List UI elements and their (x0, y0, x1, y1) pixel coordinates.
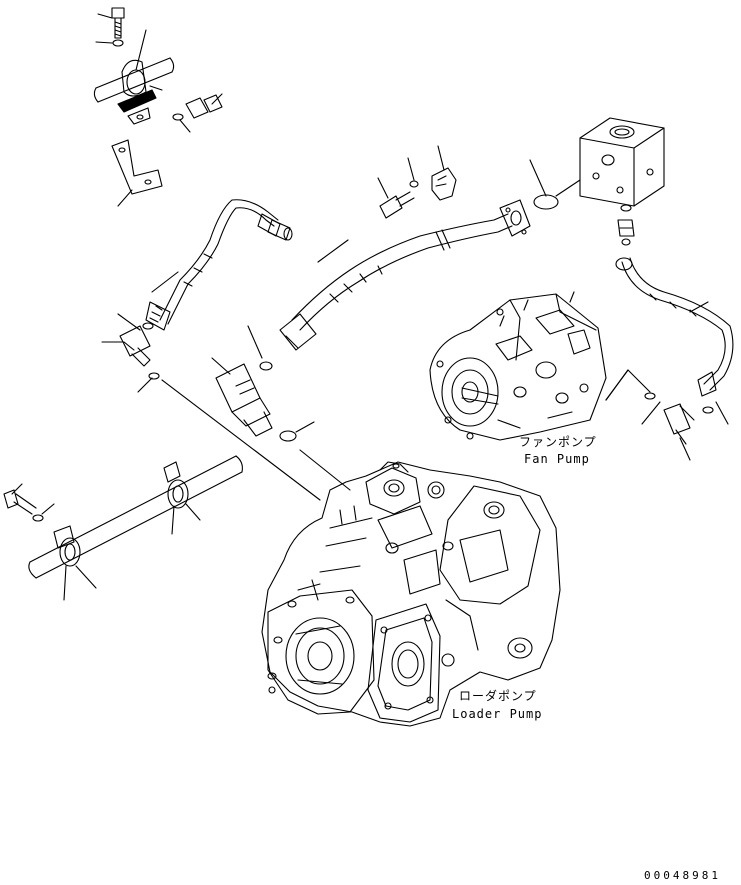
elbow-fitting-right (663, 403, 695, 445)
center-line-2 (299, 449, 351, 491)
clamp-lower-left (53, 525, 81, 567)
right-hose-assembly (615, 257, 734, 397)
center-line-1 (161, 379, 321, 501)
bolt-lower-left (3, 489, 37, 515)
washer-center (409, 180, 419, 188)
leader (97, 13, 113, 19)
washer-top-left (112, 39, 124, 47)
o-ring-pump-inlet (279, 430, 297, 442)
drawing-code: 00048981 (644, 869, 721, 882)
o-ring-right (702, 406, 714, 414)
loader-pump-label-jp: ローダポンプ (459, 689, 537, 703)
washer-lower-left (32, 514, 44, 522)
fan-pump-label-en: Fan Pump (524, 452, 590, 466)
top-left-clamp-assembly (93, 7, 223, 207)
bolt-center (379, 191, 415, 219)
leader-fan-pump (605, 369, 629, 401)
fan-pump (429, 291, 607, 441)
o-ring-block (533, 194, 559, 210)
washer-top-right (172, 113, 184, 121)
loader-pump-label-en: Loader Pump (452, 707, 543, 721)
bolt-top-left (111, 7, 125, 39)
flow-control-block (579, 117, 665, 207)
bolt-top-right (185, 94, 223, 119)
o-ring-center (259, 361, 273, 371)
loader-pump (261, 461, 561, 727)
leader (605, 369, 729, 461)
leader (529, 159, 581, 197)
clamp-top-left (117, 59, 157, 113)
o-ring-left-2 (148, 372, 160, 380)
leader (11, 483, 201, 601)
o-ring-left (142, 322, 154, 330)
split-flange (431, 167, 457, 201)
flange-center-hose (499, 199, 531, 237)
o-ring-right-2 (644, 392, 656, 400)
center-hose-assembly (247, 145, 531, 371)
bracket-top-left (111, 107, 163, 195)
leader (295, 421, 315, 433)
fan-pump-label-jp: ファンポンプ (519, 435, 597, 449)
block-fitting (617, 204, 635, 246)
left-hose-assembly (101, 199, 293, 393)
adapter-fitting (211, 357, 273, 437)
clamp-lower-right (163, 461, 189, 509)
pipe-top-left (95, 57, 173, 103)
lower-left-pipe-assembly (3, 455, 243, 601)
elbow-fitting-left (119, 325, 151, 367)
